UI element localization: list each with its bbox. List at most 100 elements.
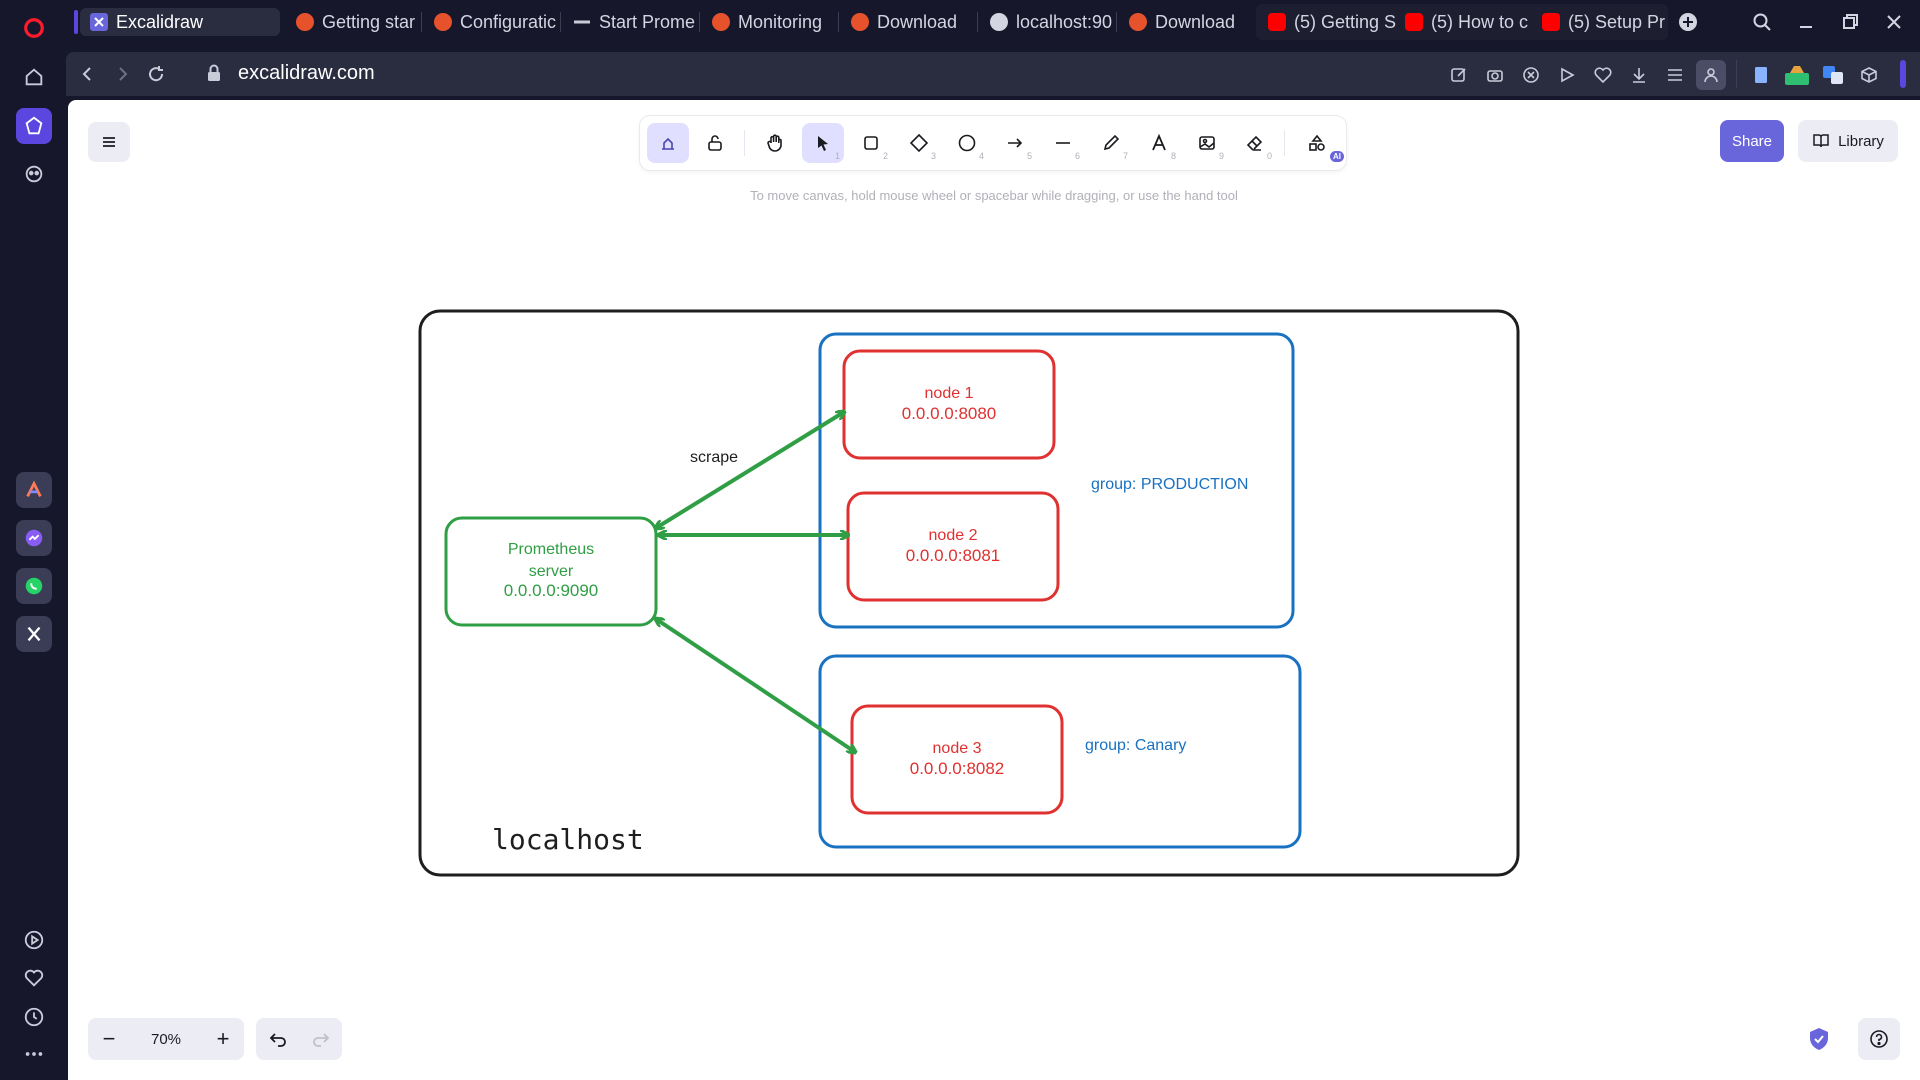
aria-app-icon[interactable] [16,472,52,508]
diagram: localhost group: PRODUCTION group: Canar… [418,309,1520,877]
whatsapp-icon[interactable] [16,568,52,604]
adblock-icon[interactable] [1518,62,1544,88]
tab-youtube-how[interactable]: (5) How to c [1395,8,1531,36]
history-icon[interactable] [16,999,52,1035]
tab-excalidraw[interactable]: Excalidraw [80,8,280,36]
scrape-arrow-node1[interactable] [656,412,844,528]
address-bar: excalidraw.com [66,52,1920,96]
rectangle-tool-button[interactable]: 2 [850,123,892,163]
more-tools-button[interactable]: AI [1296,123,1344,163]
profile-icon[interactable] [1696,60,1726,90]
library-label: Library [1838,132,1884,150]
node1-box[interactable] [842,349,1056,460]
share-button[interactable]: Share [1720,120,1784,162]
heart-icon[interactable] [16,960,52,996]
lock-tool-button[interactable] [694,123,736,163]
undo-button[interactable] [256,1018,299,1060]
help-button[interactable] [1858,1018,1900,1060]
group-production-label[interactable]: group: PRODUCTION [1091,476,1248,493]
reload-icon[interactable] [142,60,170,88]
hand-tool-button[interactable] [754,123,796,163]
messenger-icon[interactable] [16,520,52,556]
aria-ai-icon[interactable] [16,108,52,144]
extensions-cube-icon[interactable] [1856,62,1882,88]
node1-name[interactable]: node 1 [925,385,974,402]
node1-address[interactable]: 0.0.0.0:8080 [902,404,997,423]
tab-start-prometheus[interactable]: Start Prome [563,8,699,36]
lock-icon[interactable] [206,64,222,87]
back-icon[interactable] [74,60,102,88]
restore-icon[interactable] [1832,6,1868,38]
translate-extension-icon[interactable] [1820,62,1846,88]
node3-address[interactable]: 0.0.0.0:8082 [910,759,1005,778]
prometheus-favicon-icon [296,13,314,31]
node3-name[interactable]: node 3 [933,740,982,757]
play-icon[interactable] [1554,62,1580,88]
redo-button[interactable] [299,1018,342,1060]
forward-icon[interactable] [108,60,136,88]
prometheus-subtitle[interactable]: server [529,563,574,580]
x-twitter-icon[interactable] [16,616,52,652]
node2-box[interactable] [846,491,1060,602]
selection-tool-button[interactable]: 1 [802,123,844,163]
scrape-label[interactable]: scrape [690,449,738,466]
document-extension-icon[interactable] [1748,62,1774,88]
localhost-box[interactable] [418,309,1520,877]
arrow-tool-button[interactable]: 5 [994,123,1036,163]
encryption-shield-icon[interactable] [1804,1024,1834,1054]
prometheus-server-box[interactable] [444,516,658,627]
url-input[interactable]: excalidraw.com [238,62,375,84]
book-icon [1813,134,1829,148]
node2-address[interactable]: 0.0.0.0:8081 [906,546,1001,565]
prometheus-address[interactable]: 0.0.0.0:9090 [504,581,599,600]
excalidraw-canvas[interactable]: 1 2 3 4 5 6 7 8 [68,100,1920,1080]
gx-icon[interactable] [16,156,52,192]
neko-extension-icon[interactable] [1784,62,1810,88]
prometheus-title[interactable]: Prometheus [508,541,594,558]
draw-tool-button[interactable]: 7 [1090,123,1132,163]
dash-favicon-icon [573,13,591,31]
bookmark-heart-icon[interactable] [1590,62,1616,88]
close-window-icon[interactable] [1876,6,1912,38]
group-canary-label[interactable]: group: Canary [1085,737,1186,754]
home-icon[interactable] [16,59,52,95]
tab-monitoring[interactable]: Monitoring [702,8,838,36]
keep-tool-active-button[interactable] [647,123,689,163]
ellipse-tool-button[interactable]: 4 [946,123,988,163]
opera-logo-icon[interactable] [16,10,52,46]
download-icon[interactable] [1626,62,1652,88]
localhost-label[interactable]: localhost [492,823,644,856]
zoom-level-button[interactable]: 70% [150,1030,182,1048]
image-tool-button[interactable]: 9 [1186,123,1228,163]
line-tool-button[interactable]: 6 [1056,142,1080,161]
tab-youtube-setup[interactable]: (5) Setup Pr [1532,8,1668,36]
canary-group-box[interactable] [818,654,1302,849]
easy-setup-icon[interactable] [1662,62,1688,88]
minimize-icon[interactable] [1788,6,1824,38]
tab-getting-started[interactable]: Getting star [286,8,420,36]
zoom-out-button[interactable]: − [102,1026,116,1051]
diamond-tool-button[interactable]: 3 [898,123,940,163]
tab-download-1[interactable]: Download [841,8,977,36]
scrape-arrow-node3[interactable] [656,619,855,752]
youtube-favicon-icon [1405,13,1423,31]
more-icon[interactable] [16,1036,52,1072]
node2-name[interactable]: node 2 [929,527,978,544]
eraser-tool-button[interactable]: 0 [1234,123,1276,163]
edit-icon[interactable] [1446,62,1472,88]
zoom-in-button[interactable]: + [216,1026,230,1051]
new-tab-plus-icon[interactable] [1670,6,1706,38]
library-button[interactable]: Library [1798,120,1898,162]
player-icon[interactable] [16,922,52,958]
prometheus-favicon-icon [712,13,730,31]
tab-localhost[interactable]: localhost:90 [980,8,1116,36]
node3-box[interactable] [850,704,1064,815]
search-tabs-icon[interactable] [1744,6,1780,38]
main-menu-button[interactable] [88,122,130,162]
tab-download-2[interactable]: Download [1119,8,1255,36]
text-tool-button[interactable]: 8 [1138,123,1180,163]
workspace-indicator [74,10,78,34]
camera-icon[interactable] [1482,62,1508,88]
tab-youtube-getting[interactable]: (5) Getting S [1258,8,1396,36]
tab-configuration[interactable]: Configuratic [424,8,560,36]
